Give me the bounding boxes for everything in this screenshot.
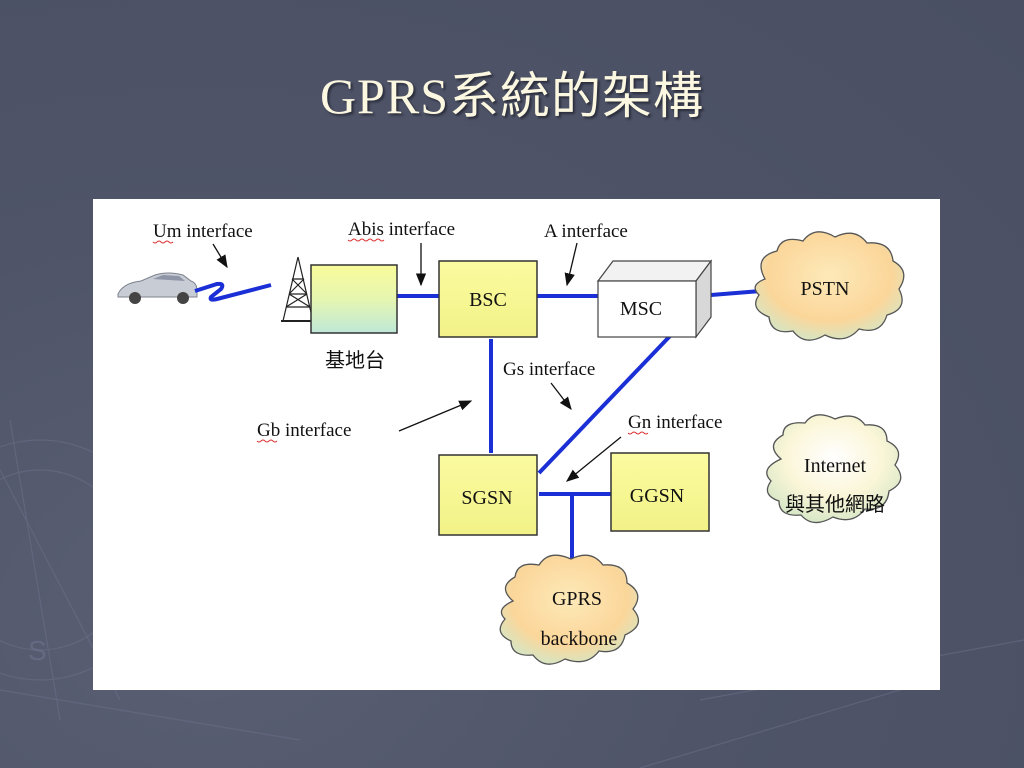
- diagram-panel: 基地台 BSC MSC SGSN GGSN PSTN Internet 與其他網…: [93, 199, 940, 690]
- sgsn-box: [438, 454, 538, 536]
- a-interface-label: A interface: [544, 221, 628, 242]
- gn-spellcheck-underline: [627, 431, 649, 435]
- annotation-arrows: [212, 242, 622, 482]
- bsc-label: BSC: [469, 289, 507, 311]
- base-station-label: 基地台: [325, 349, 385, 372]
- gs-interface-label: Gs interface: [503, 359, 595, 380]
- gb-spellcheck-underline: [256, 439, 278, 443]
- base-station-box: [310, 264, 398, 334]
- gprs-backbone-label-line2: backbone: [541, 628, 618, 650]
- abis-spellcheck-underline: [347, 238, 385, 242]
- slide-title: GPRS系統的架構: [319, 68, 705, 124]
- svg-text:S: S: [28, 635, 47, 666]
- gprs-backbone-label-line1: GPRS: [552, 588, 602, 610]
- internet-label-line2: 與其他網路: [785, 493, 885, 516]
- antenna-tower-icon: [281, 256, 315, 322]
- internet-cloud: [766, 414, 902, 524]
- internet-label-line1: Internet: [804, 455, 867, 477]
- um-interface-label: Um interface: [153, 221, 253, 242]
- msc-label: MSC: [620, 298, 662, 320]
- msc-box: [596, 259, 713, 339]
- links: [397, 289, 762, 567]
- um-spellcheck-underline: [152, 240, 174, 244]
- gb-interface-label: Gb interface: [257, 420, 351, 441]
- gprs-architecture-diagram: 基地台 BSC MSC SGSN GGSN PSTN Internet 與其他網…: [117, 219, 905, 665]
- abis-interface-label: Abis interface: [348, 219, 455, 240]
- ggsn-label: GGSN: [630, 485, 684, 507]
- sgsn-label: SGSN: [461, 487, 512, 509]
- ggsn-box: [610, 452, 710, 532]
- bsc-box: [438, 260, 538, 338]
- um-radio-wave: [194, 281, 272, 302]
- pstn-label: PSTN: [801, 278, 850, 300]
- gn-interface-label: Gn interface: [628, 412, 722, 433]
- pstn-cloud: [754, 231, 905, 341]
- gprs-backbone-cloud: [499, 554, 640, 665]
- car-icon: [117, 272, 198, 304]
